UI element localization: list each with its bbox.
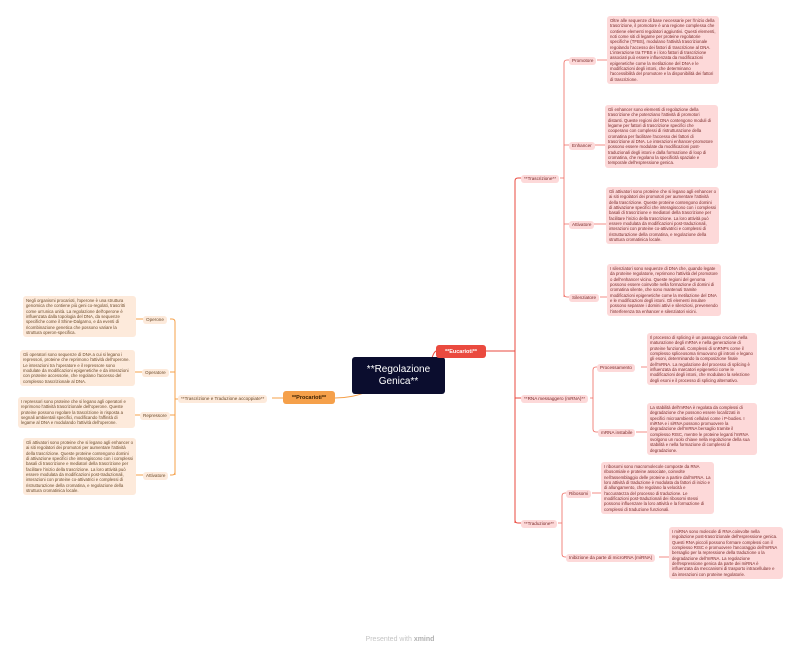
- note-attivatore: Gli attivatori sono proteine che si lega…: [606, 187, 719, 245]
- note-operone: Negli organismi procarioti, l'operone è …: [23, 296, 136, 338]
- central-topic[interactable]: **Regolazione Genica**: [352, 357, 445, 394]
- topic-eucarioti[interactable]: **Eucarioti**: [436, 345, 486, 358]
- note-promotore: Oltre alle sequenze di base necessarie p…: [607, 16, 719, 85]
- topic-repressore[interactable]: Repressore: [140, 412, 170, 420]
- note-mrna-instabile: La stabilità dell'mRNA è regolata da com…: [647, 403, 757, 456]
- note-inibizione-mirna: I miRNA sono molecole di RNA coinvolte n…: [669, 527, 783, 580]
- subtopic-trascrizione[interactable]: **Trascrizione**: [521, 175, 559, 183]
- note-enhancer: Gli enhancer sono elementi di regolazion…: [605, 105, 718, 168]
- topic-enhancer[interactable]: Enhancer: [569, 142, 595, 150]
- note-silenziatore: I silenziatori sono sequenze di DNA che,…: [607, 264, 721, 317]
- topic-promotore[interactable]: Promotore: [569, 57, 597, 65]
- topic-attivatore[interactable]: Attivatore: [569, 221, 595, 229]
- note-attivatore-procarioti: Gli attivatori sono proteine che si lega…: [23, 438, 136, 496]
- central-topic-label: **Regolazione Genica**: [366, 363, 431, 387]
- topic-operone[interactable]: Operone: [143, 316, 167, 324]
- footer-prefix: Presented with: [365, 636, 412, 643]
- topic-processamento[interactable]: Processamento: [597, 364, 635, 372]
- note-ribosomi: I ribosomi sono macromolecole composte d…: [601, 462, 714, 515]
- topic-ribosomi[interactable]: Ribosomi: [566, 490, 592, 498]
- topic-silenziatore[interactable]: Silenziatore: [569, 294, 600, 302]
- xmind-logo[interactable]: xmind: [413, 636, 435, 643]
- note-processamento: Il processo di splicing è un passaggio c…: [647, 333, 757, 386]
- subtopic-mrna[interactable]: **RNA messaggero (mRNA)**: [521, 395, 589, 403]
- topic-inibizione-mirna[interactable]: Inibizione da parte di microRNA (miRNA): [566, 554, 656, 562]
- topic-attivatore-procarioti[interactable]: Attivatore: [143, 472, 169, 480]
- topic-operatore[interactable]: Operatore: [142, 369, 169, 377]
- topic-mrna-instabile[interactable]: mRNA instabile: [598, 429, 636, 437]
- topic-label: **Procarioti**: [291, 394, 327, 401]
- footer-branding: Presented with xmind: [0, 636, 800, 643]
- subtopic-traduzione[interactable]: **Traduzione**: [521, 520, 557, 528]
- note-operatore: Gli operatori sono sequenze di DNA a cui…: [20, 350, 135, 387]
- topic-label: **Eucarioti**: [444, 348, 478, 355]
- topic-procarioti[interactable]: **Procarioti**: [283, 391, 335, 404]
- note-repressore: I repressori sono proteine che si legano…: [18, 397, 135, 428]
- subtopic-trascrizione-traduzione-accoppiate[interactable]: **Trascrizione e Traduzione accoppiate**: [178, 395, 268, 403]
